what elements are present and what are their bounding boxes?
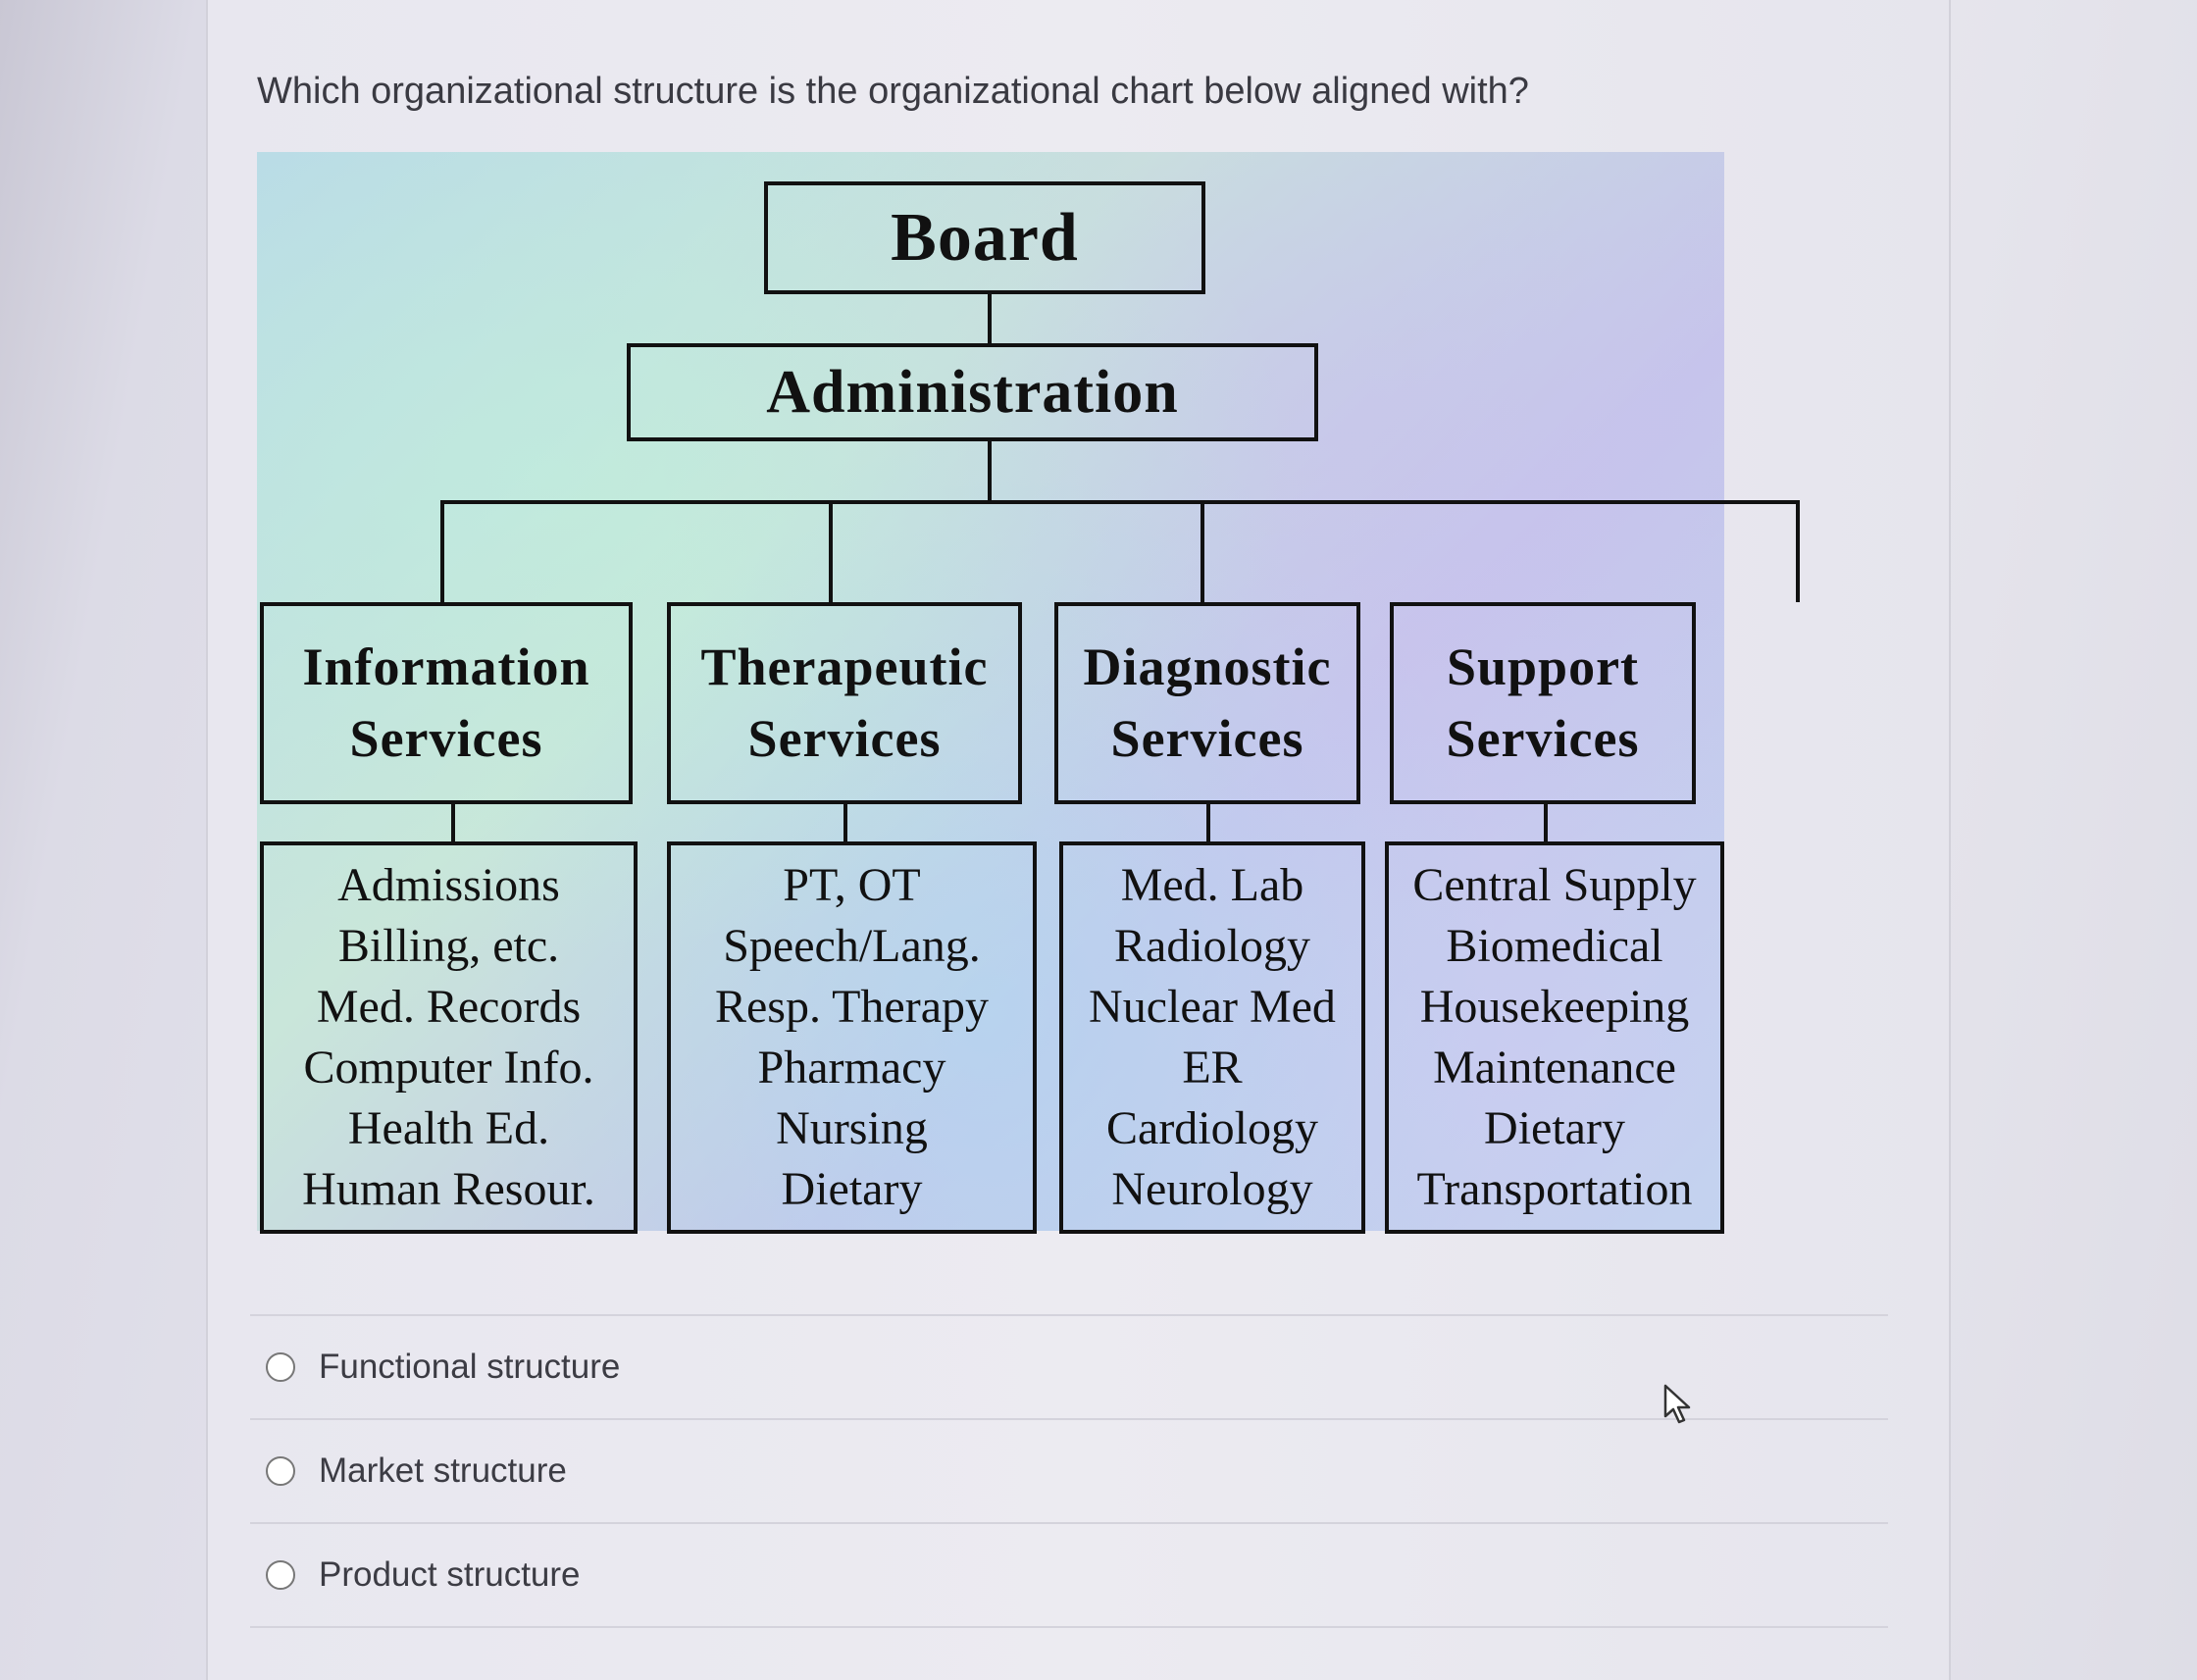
connector-therapeutic xyxy=(829,500,833,602)
option-label: Market structure xyxy=(319,1451,567,1490)
list-item: Computer Info. xyxy=(303,1042,594,1094)
option-functional-structure[interactable]: Functional structure xyxy=(250,1314,1888,1418)
option-label: Product structure xyxy=(319,1555,581,1594)
org-chart-image: Board Administration Information Service… xyxy=(257,152,1800,1234)
list-item: Pharmacy xyxy=(757,1042,946,1094)
connector-diagnostic-list xyxy=(1206,804,1210,841)
dept-title-line1: Information xyxy=(302,637,590,697)
connector-info-list xyxy=(451,804,455,841)
list-item: Maintenance xyxy=(1433,1042,1676,1094)
list-item: Resp. Therapy xyxy=(714,981,990,1033)
dept-title-line1: Therapeutic xyxy=(700,637,989,697)
connector-support-list xyxy=(1544,804,1548,841)
dept-therapeutic-services: Therapeutic Services xyxy=(667,602,1022,804)
dept-information-services: Information Services xyxy=(260,602,633,804)
dept-title-line1: Diagnostic xyxy=(1083,637,1332,697)
list-item: Transportation xyxy=(1416,1163,1693,1215)
list-item: Human Resour. xyxy=(302,1163,595,1215)
option-product-structure[interactable]: Product structure xyxy=(250,1522,1888,1626)
list-information-services: Admissions Billing, etc. Med. Records Co… xyxy=(260,841,638,1234)
answer-options: Functional structure Market structure Pr… xyxy=(250,1314,1888,1667)
connector-board-admin xyxy=(988,294,992,343)
question-text: Which organizational structure is the or… xyxy=(257,71,1529,112)
list-item: Dietary xyxy=(781,1163,923,1215)
list-therapeutic-services: PT, OT Speech/Lang. Resp. Therapy Pharma… xyxy=(667,841,1037,1234)
dept-support-services: Support Services xyxy=(1390,602,1696,804)
list-item: Admissions xyxy=(337,859,560,911)
option-divider xyxy=(250,1626,1888,1667)
list-item: Radiology xyxy=(1114,920,1310,972)
radio-button[interactable] xyxy=(266,1456,295,1486)
list-item: Med. Records xyxy=(316,981,582,1033)
connector-therapeutic-list xyxy=(843,804,847,841)
list-item: Nursing xyxy=(776,1102,928,1154)
connector-admin-down xyxy=(988,441,992,500)
administration-box: Administration xyxy=(627,343,1318,441)
list-diagnostic-services: Med. Lab Radiology Nuclear Med ER Cardio… xyxy=(1059,841,1365,1234)
list-item: Med. Lab xyxy=(1120,859,1304,911)
dept-diagnostic-services: Diagnostic Services xyxy=(1054,602,1360,804)
board-label: Board xyxy=(891,199,1079,276)
list-item: Dietary xyxy=(1484,1102,1625,1154)
list-item: Nuclear Med xyxy=(1089,981,1336,1033)
radio-button[interactable] xyxy=(266,1352,295,1382)
list-item: ER xyxy=(1182,1042,1243,1094)
dept-title-line2: Services xyxy=(1446,709,1640,768)
connector-support xyxy=(1796,500,1800,602)
list-item: Housekeeping xyxy=(1419,981,1690,1033)
dept-title-line2: Services xyxy=(349,709,543,768)
list-item: Central Supply xyxy=(1412,859,1697,911)
list-item: Biomedical xyxy=(1446,920,1663,972)
connector-info xyxy=(440,500,444,602)
dept-title-line2: Services xyxy=(747,709,942,768)
connector-horizontal xyxy=(440,500,1800,504)
list-item: Speech/Lang. xyxy=(723,920,981,972)
mouse-pointer-icon xyxy=(1663,1384,1691,1424)
radio-button[interactable] xyxy=(266,1560,295,1590)
list-item: Cardiology xyxy=(1106,1102,1318,1154)
board-box: Board xyxy=(764,181,1205,294)
option-label: Functional structure xyxy=(319,1348,621,1386)
list-item: Health Ed. xyxy=(347,1102,550,1154)
connector-diagnostic xyxy=(1201,500,1204,602)
dept-title-line2: Services xyxy=(1110,709,1304,768)
option-market-structure[interactable]: Market structure xyxy=(250,1418,1888,1522)
list-item: Neurology xyxy=(1111,1163,1313,1215)
dept-title-line1: Support xyxy=(1446,637,1640,697)
administration-label: Administration xyxy=(766,358,1179,426)
list-item: PT, OT xyxy=(783,859,921,911)
list-support-services: Central Supply Biomedical Housekeeping M… xyxy=(1385,841,1724,1234)
list-item: Billing, etc. xyxy=(337,920,560,972)
